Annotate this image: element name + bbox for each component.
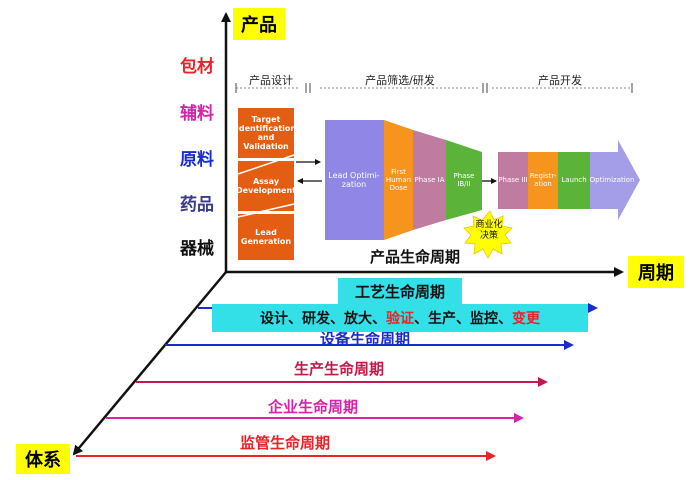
- decision-starburst: [463, 210, 513, 259]
- stage-launch: [558, 152, 590, 209]
- category-device: 器械: [180, 239, 214, 259]
- enterprise-lifecycle-label: 企业生命周期: [268, 398, 359, 416]
- process-steps-end: 变更: [512, 311, 540, 327]
- funnel-phase-ia-label: Phase IA: [414, 175, 445, 184]
- phase-development-label: 产品开发: [538, 74, 582, 87]
- funnel-first-human-label: First Human Dose: [385, 167, 412, 193]
- stage-registration: [528, 152, 558, 209]
- equipment-lifecycle-label: 设备生命周期: [320, 330, 411, 348]
- y-axis-label: 产品: [233, 8, 285, 40]
- design-block-assay: Assay Development: [236, 161, 296, 211]
- category-packaging: 包材: [180, 57, 214, 77]
- funnel-lead-opt: [325, 120, 384, 240]
- process-steps-box: 设计、研发、放大、验证、生产、监控、变更: [212, 304, 588, 332]
- design-block-target: Target Identification and Validation: [236, 108, 296, 158]
- category-drug: 药品: [180, 195, 214, 215]
- production-lifecycle-label: 生产生命周期: [294, 360, 385, 378]
- funnel-lead-opt-label: Lead Optimi-zation: [328, 170, 380, 189]
- stage-phase3: [498, 152, 528, 209]
- phase-screening-label: 产品筛选/研发: [365, 74, 435, 87]
- product-lifecycle-label: 产品生命周期: [370, 248, 461, 266]
- regulatory-lifecycle-label: 监管生命周期: [240, 434, 331, 452]
- phase-header-ticks: [235, 83, 633, 93]
- process-steps-prefix: 设计、研发、放大、: [260, 311, 386, 327]
- funnel-first-human: [384, 120, 413, 240]
- process-steps-highlight: 验证: [386, 311, 414, 327]
- process-steps-middle: 、生产、监控、: [414, 311, 512, 327]
- decision-label: 商业化决策: [475, 220, 503, 241]
- stage-phase3-label: Phase III: [498, 175, 528, 184]
- category-excipient: 辅料: [180, 104, 214, 124]
- phase-design-label: 产品设计: [249, 74, 293, 87]
- category-api: 原料: [180, 150, 214, 170]
- design-block-leadgen: Lead Generation: [238, 214, 294, 260]
- funnel-phase-ib: [446, 140, 482, 220]
- x-axis-label: 周期: [628, 256, 684, 288]
- stage-registration-label: Registr-ation: [529, 171, 557, 188]
- z-axis: [72, 271, 227, 456]
- funnel-phase-ia: [413, 130, 446, 230]
- funnel-phase-ib-label: Phase IB/II: [453, 171, 475, 188]
- process-title: 工艺生命周期: [354, 282, 445, 301]
- stage-optimization: [590, 140, 640, 220]
- stage-launch-label: Launch: [561, 175, 587, 184]
- stage-optimization-label: Optimization: [589, 175, 635, 184]
- z-axis-label: 体系: [16, 444, 70, 474]
- process-title-box: 工艺生命周期: [338, 278, 462, 304]
